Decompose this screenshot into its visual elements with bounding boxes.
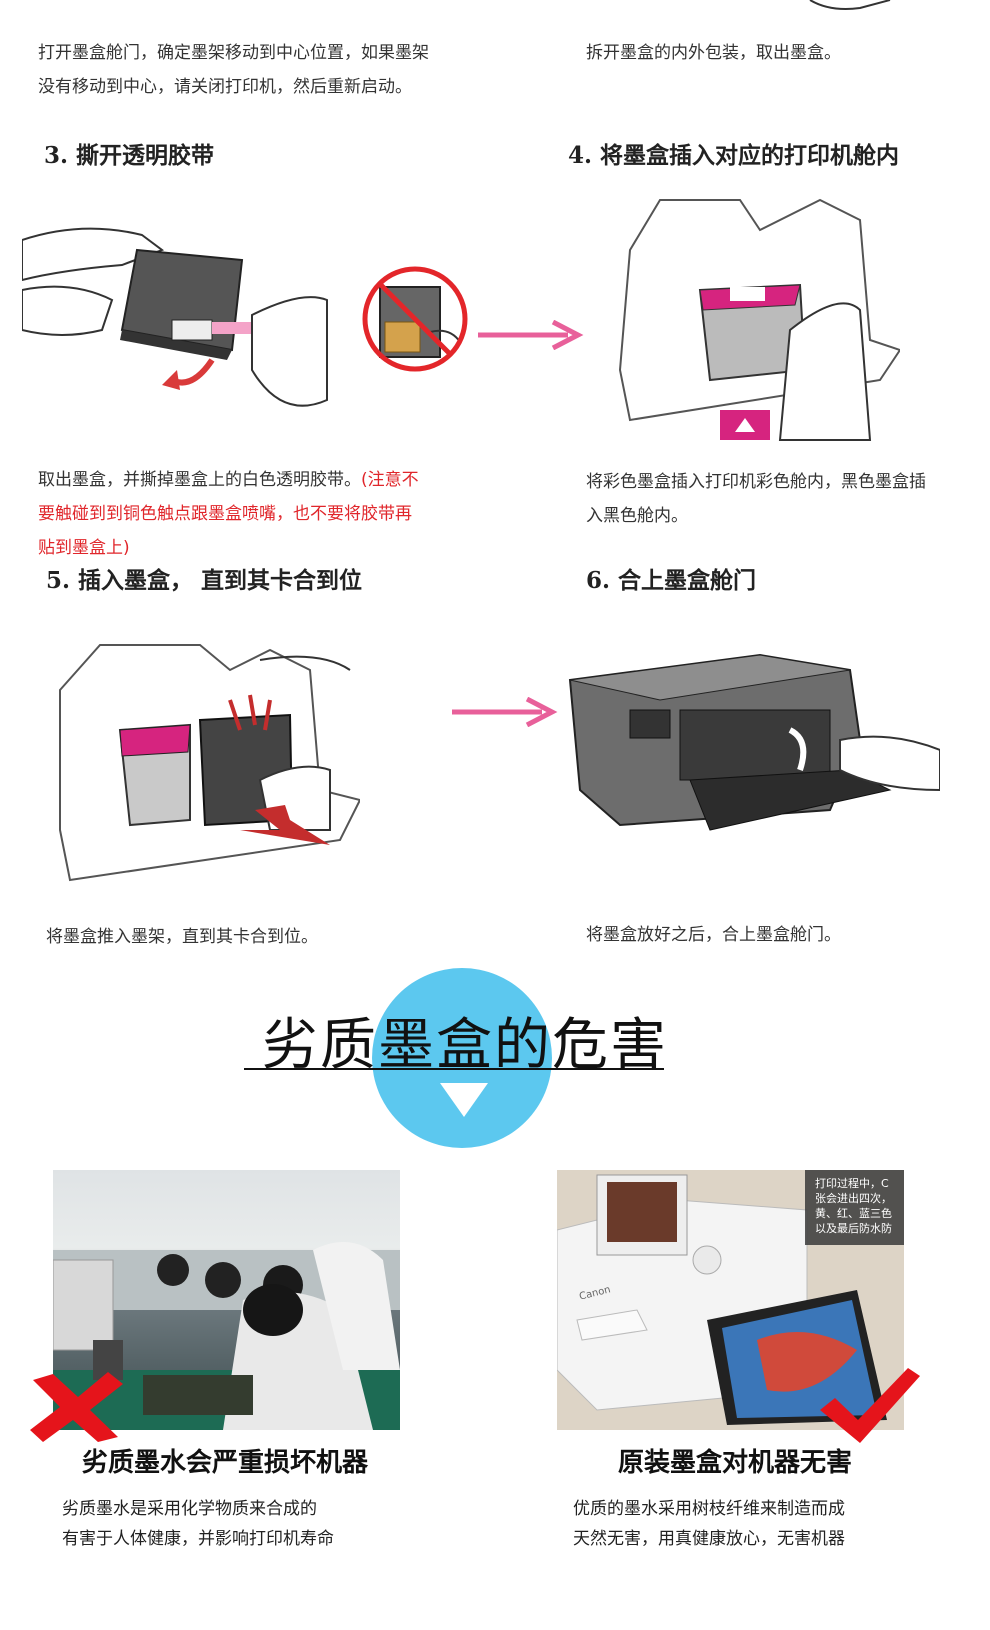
bad-x-mark-icon <box>30 1372 123 1442</box>
down-triangle-icon <box>440 1083 488 1117</box>
good-check-mark-icon <box>820 1368 920 1443</box>
inset-note: 打印过程中，C 张会进出四次， 黄、红、蓝三色 以及最后防水防 <box>815 1176 892 1236</box>
good-heading: 原装墨盒对机器无害 <box>617 1448 852 1478</box>
good-description-line: 优质的墨水采用树枝纤维来制造而成 <box>573 1499 845 1519</box>
photo-printer-scene <box>557 1170 904 1430</box>
bad-ink-repair-photo <box>53 1170 400 1430</box>
bad-description: 劣质墨水是采用化学物质来合成的 有害于人体健康，并影响打印机寿命 <box>62 1494 334 1554</box>
step4-caption: 将彩色墨盒插入打印机彩色舱内，黑色墨盒插入黑色舱内。 <box>586 472 926 526</box>
step6-heading: 6. 合上墨盒舱门 <box>586 567 757 594</box>
step2-right-caption: 拆开墨盒的内外包装，取出墨盒。 <box>586 43 841 63</box>
step3-heading: 3. 撕开透明胶带 <box>44 142 215 169</box>
next-arrow-2 <box>452 697 558 727</box>
inset-note-line: 打印过程中，C <box>815 1177 889 1190</box>
do-not-touch-contacts-icon <box>362 266 468 372</box>
banner-title: 劣质墨盒的危害 <box>262 1013 668 1078</box>
good-description-line: 天然无害，用真健康放心，无害机器 <box>573 1529 845 1549</box>
step6-caption: 将墨盒放好之后，合上墨盒舱门。 <box>586 925 841 945</box>
bad-description-line: 劣质墨水是采用化学物质来合成的 <box>62 1499 317 1519</box>
step2-left-caption: 打开墨盒舱门，确定墨架移动到中心位置，如果墨架没有移动到中心，请关闭打印机，然后… <box>38 43 429 97</box>
inset-note-line: 以及最后防水防 <box>815 1222 892 1235</box>
bad-description-line: 有害于人体健康，并影响打印机寿命 <box>62 1529 334 1549</box>
good-description: 优质的墨水采用树枝纤维来制造而成 天然无害，用真健康放心，无害机器 <box>573 1494 845 1554</box>
step3-caption: 取出墨盒，并撕掉墨盒上的白色透明胶带。(注意不要触碰到到铜色触点跟墨盒喷嘴，也不… <box>38 463 428 565</box>
step3-caption-warning: (注意不要触碰到到铜色触点跟墨盒喷嘴，也不要将胶带再贴到墨盒上) <box>38 470 419 558</box>
next-arrow-1 <box>478 320 584 350</box>
peel-tape-illustration <box>22 227 328 407</box>
step3-caption-black: 取出墨盒，并撕掉墨盒上的白色透明胶带。 <box>38 470 361 490</box>
inset-note-line: 黄、红、蓝三色 <box>815 1207 892 1220</box>
good-ink-printer-photo: 打印过程中，C 张会进出四次， 黄、红、蓝三色 以及最后防水防 Canon <box>557 1170 904 1430</box>
step4-heading: 4. 将墨盒插入对应的打印机舱内 <box>568 142 900 169</box>
inset-note-line: 张会进出四次， <box>815 1192 892 1205</box>
banner-circle <box>372 968 552 1148</box>
printer-close-door-illustration <box>568 653 940 831</box>
step5-caption: 将墨盒推入墨架，直到其卡合到位。 <box>46 927 318 947</box>
banner-underline <box>244 1068 664 1070</box>
step5-heading: 5. 插入墨盒， 直到其卡合到位 <box>46 567 363 594</box>
previous-illustration-fragment <box>809 0 891 10</box>
bad-heading: 劣质墨水会严重损坏机器 <box>81 1448 368 1478</box>
insert-cartridge-illustration <box>618 198 900 441</box>
push-cartridge-illustration <box>59 644 360 882</box>
